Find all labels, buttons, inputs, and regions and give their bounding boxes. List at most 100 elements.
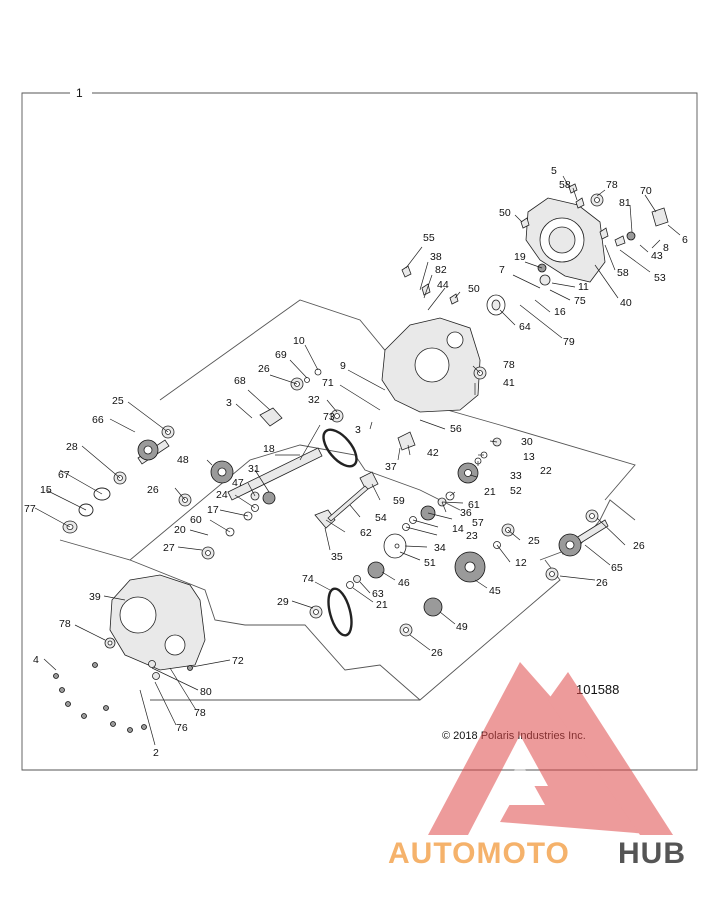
bolt-4-e xyxy=(92,662,98,668)
callout: 13 xyxy=(523,451,535,463)
callout: 45 xyxy=(489,585,501,597)
callout: 9 xyxy=(340,360,346,372)
shift-fork-62 xyxy=(314,509,336,529)
callout: 66 xyxy=(92,414,104,426)
callout: 59 xyxy=(393,495,405,507)
callout: 17 xyxy=(207,504,219,516)
bolt-4-h xyxy=(127,727,133,733)
callout: 39 xyxy=(89,591,101,603)
callout: 26 xyxy=(633,540,645,552)
callout: 33 xyxy=(510,470,522,482)
callout: 42 xyxy=(427,447,439,459)
subassembly-outline-right xyxy=(539,499,636,561)
callout: 50 xyxy=(468,283,480,295)
bolt-4-d xyxy=(81,713,87,719)
callout: 31 xyxy=(248,463,260,475)
upper-drive-chain xyxy=(322,428,358,468)
watermark-text: AUTOMOTO HUB xyxy=(388,837,686,870)
bolt-4-c xyxy=(65,701,71,707)
ring-23 xyxy=(402,523,410,531)
callout: 5 xyxy=(551,165,557,177)
callout: 62 xyxy=(360,527,372,539)
bolt-58-lower xyxy=(599,227,609,240)
callout: 52 xyxy=(510,485,522,497)
bolt-4-b xyxy=(59,687,65,693)
callout: 14 xyxy=(452,523,464,535)
ring-21-upper xyxy=(445,491,455,501)
bolt-4-f xyxy=(103,705,109,711)
callout: 54 xyxy=(375,512,387,524)
gear-45-hub xyxy=(464,561,476,573)
leader-lines xyxy=(34,175,681,746)
bearing-26-right-lower-bore xyxy=(549,571,555,577)
bracket-42 xyxy=(397,431,416,451)
assembly-frame xyxy=(21,92,698,771)
callout: 57 xyxy=(472,517,484,529)
callout: 28 xyxy=(66,441,78,453)
callout: 82 xyxy=(435,264,447,276)
plate-64-hub xyxy=(491,299,501,311)
callout: 58 xyxy=(559,179,571,191)
bearing-11 xyxy=(539,274,551,286)
ring-67 xyxy=(93,487,111,501)
callout: 68 xyxy=(234,375,246,387)
bolt-55 xyxy=(401,265,412,278)
callout: 78 xyxy=(59,618,71,630)
callout: 30 xyxy=(521,436,533,448)
callout: 20 xyxy=(174,524,186,536)
assembly-callout: 1 xyxy=(76,86,83,100)
main-gearcase-bore xyxy=(414,347,450,383)
callout: 3 xyxy=(355,424,361,436)
bearing-32-bore xyxy=(334,413,340,419)
callout: 48 xyxy=(177,454,189,466)
watermark-text-right: HUB xyxy=(618,837,686,870)
ring-24 xyxy=(251,504,259,512)
washer-76 xyxy=(152,672,160,680)
lever-70 xyxy=(651,207,669,227)
plate-68 xyxy=(259,407,283,427)
callout: 7 xyxy=(499,264,505,276)
callout: 80 xyxy=(200,686,212,698)
gear-46 xyxy=(367,561,385,579)
callout: 35 xyxy=(331,551,343,563)
callout: 22 xyxy=(540,465,552,477)
callout: 21 xyxy=(376,599,388,611)
callout: 49 xyxy=(456,621,468,633)
ring-21-lower xyxy=(346,581,354,589)
callout: 25 xyxy=(112,395,124,407)
callout: 26 xyxy=(596,577,608,589)
watermark-logo xyxy=(428,662,673,835)
callout: 79 xyxy=(563,336,575,348)
bearing-26-bottom-bore xyxy=(403,627,409,633)
callout: 24 xyxy=(216,489,228,501)
watermark-triangle-inner xyxy=(495,760,545,805)
callout: 6 xyxy=(682,234,688,246)
shift-fork-59 xyxy=(359,471,379,491)
callout: 58 xyxy=(617,267,629,279)
callout: 56 xyxy=(450,423,462,435)
plate-51-hub xyxy=(394,543,400,549)
callout: 61 xyxy=(468,499,480,511)
callout: 29 xyxy=(277,596,289,608)
callout: 26 xyxy=(258,363,270,375)
ring-69 xyxy=(304,377,310,383)
callout: 25 xyxy=(528,535,540,547)
callout: 53 xyxy=(654,272,666,284)
callout: 64 xyxy=(519,321,531,333)
subassembly-outline-lower xyxy=(129,559,561,701)
watermark-text-left: AUTOMOTO xyxy=(388,837,570,870)
callout: 81 xyxy=(619,197,631,209)
callout: 50 xyxy=(499,207,511,219)
callout: 43 xyxy=(651,250,663,262)
ring-63 xyxy=(353,575,361,583)
callout: 12 xyxy=(515,557,527,569)
gear-48-hub xyxy=(217,467,227,477)
callout: 2 xyxy=(153,747,159,759)
bearing-26-right-upper-bore xyxy=(589,513,595,519)
lower-cover-bore xyxy=(119,596,157,634)
callout: 10 xyxy=(293,335,305,347)
callout: 51 xyxy=(424,557,436,569)
callout-labels: 5 58 78 70 50 81 6 8 43 53 58 40 55 38 8… xyxy=(24,165,688,759)
watermark-triangle-right xyxy=(548,672,673,835)
callout: 36 xyxy=(460,507,472,519)
